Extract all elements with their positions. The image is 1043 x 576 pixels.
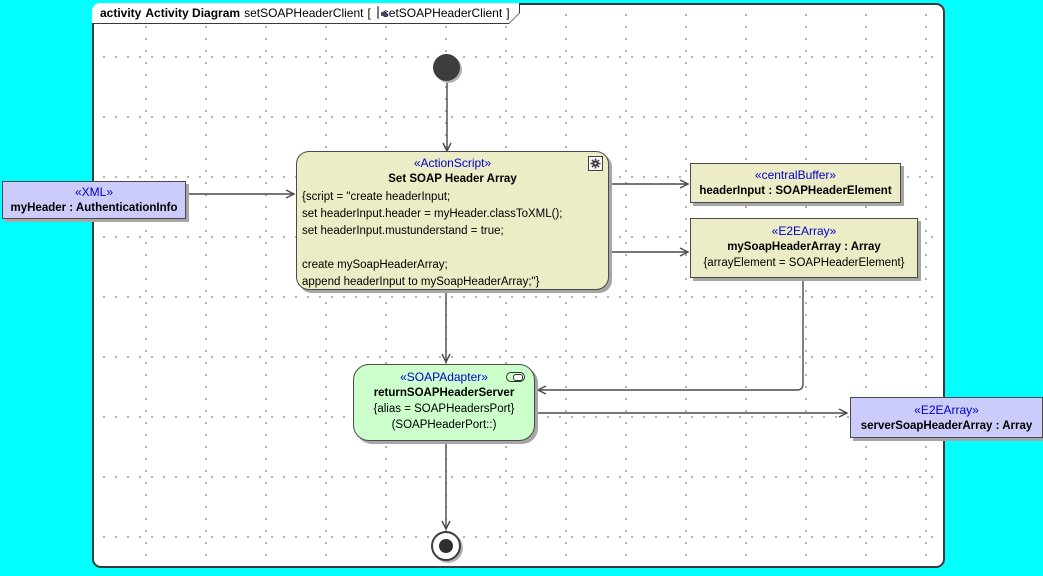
- frame-parameter-name: setSOAPHeaderClient: [382, 5, 503, 20]
- central-buffer-headerinput[interactable]: «centralBuffer» headerInput : SOAPHeader…: [690, 163, 901, 203]
- mysoap-constraint: {arrayElement = SOAPHeaderElement}: [703, 257, 905, 269]
- frame-title-tab[interactable]: activity Activity Diagram setSOAPHeaderC…: [92, 3, 520, 24]
- frame-bracket-close: ]: [506, 5, 510, 20]
- action-name: Set SOAP Header Array: [388, 173, 517, 185]
- frame-diagram-name: setSOAPHeaderClient: [244, 5, 364, 20]
- activity-diagram-icon: [377, 6, 379, 19]
- object-node-myheader[interactable]: «XML» myHeader : AuthenticationInfo: [2, 181, 186, 219]
- mysoap-stereotype: «E2EArray»: [771, 224, 837, 238]
- object-node-mysoapheaderarray[interactable]: «E2EArray» mySoapHeaderArray : Array {ar…: [690, 218, 918, 278]
- activity-final-node-dot: [439, 539, 453, 553]
- initial-node[interactable]: [433, 54, 460, 81]
- soapadapter-qualifier: (SOAPHeaderPort::): [391, 419, 497, 431]
- action-stereotype: «ActionScript»: [413, 156, 492, 170]
- script-gear-icon: [588, 156, 603, 171]
- headerinput-name: headerInput : SOAPHeaderElement: [699, 185, 892, 197]
- frame-bracket-open: [: [367, 5, 371, 20]
- activity-final-node[interactable]: [431, 531, 461, 561]
- action-script-body: {script = "create headerInput; set heade…: [302, 191, 563, 288]
- action-set-soap-header-array[interactable]: «ActionScript» Set SOAP Header Array {sc…: [296, 151, 609, 290]
- soapadapter-constraint: {alias = SOAPHeadersPort}: [373, 403, 515, 415]
- serversoap-name: serverSoapHeaderArray : Array: [860, 420, 1033, 432]
- action-return-soap-header-server[interactable]: «SOAPAdapter» returnSOAPHeaderServer {al…: [353, 364, 535, 441]
- soapadapter-stereotype: «SOAPAdapter»: [400, 370, 488, 384]
- frame-diagram-type: Activity Diagram: [145, 5, 241, 20]
- frame-keyword: activity: [100, 5, 142, 20]
- object-node-serversoapheaderarray[interactable]: «E2EArray» serverSoapHeaderArray : Array: [850, 397, 1043, 438]
- edge-mysoapheaderarray-to-soapadapter[interactable]: [536, 281, 804, 395]
- adapter-behavior-icon: [506, 372, 525, 382]
- myheader-stereotype: «XML»: [74, 185, 114, 199]
- mysoap-name: mySoapHeaderArray : Array: [727, 241, 881, 253]
- serversoap-stereotype: «E2EArray»: [914, 403, 979, 417]
- myheader-name: myHeader : AuthenticationInfo: [10, 202, 178, 214]
- soapadapter-name: returnSOAPHeaderServer: [373, 387, 515, 399]
- headerinput-stereotype: «centralBuffer»: [754, 168, 837, 182]
